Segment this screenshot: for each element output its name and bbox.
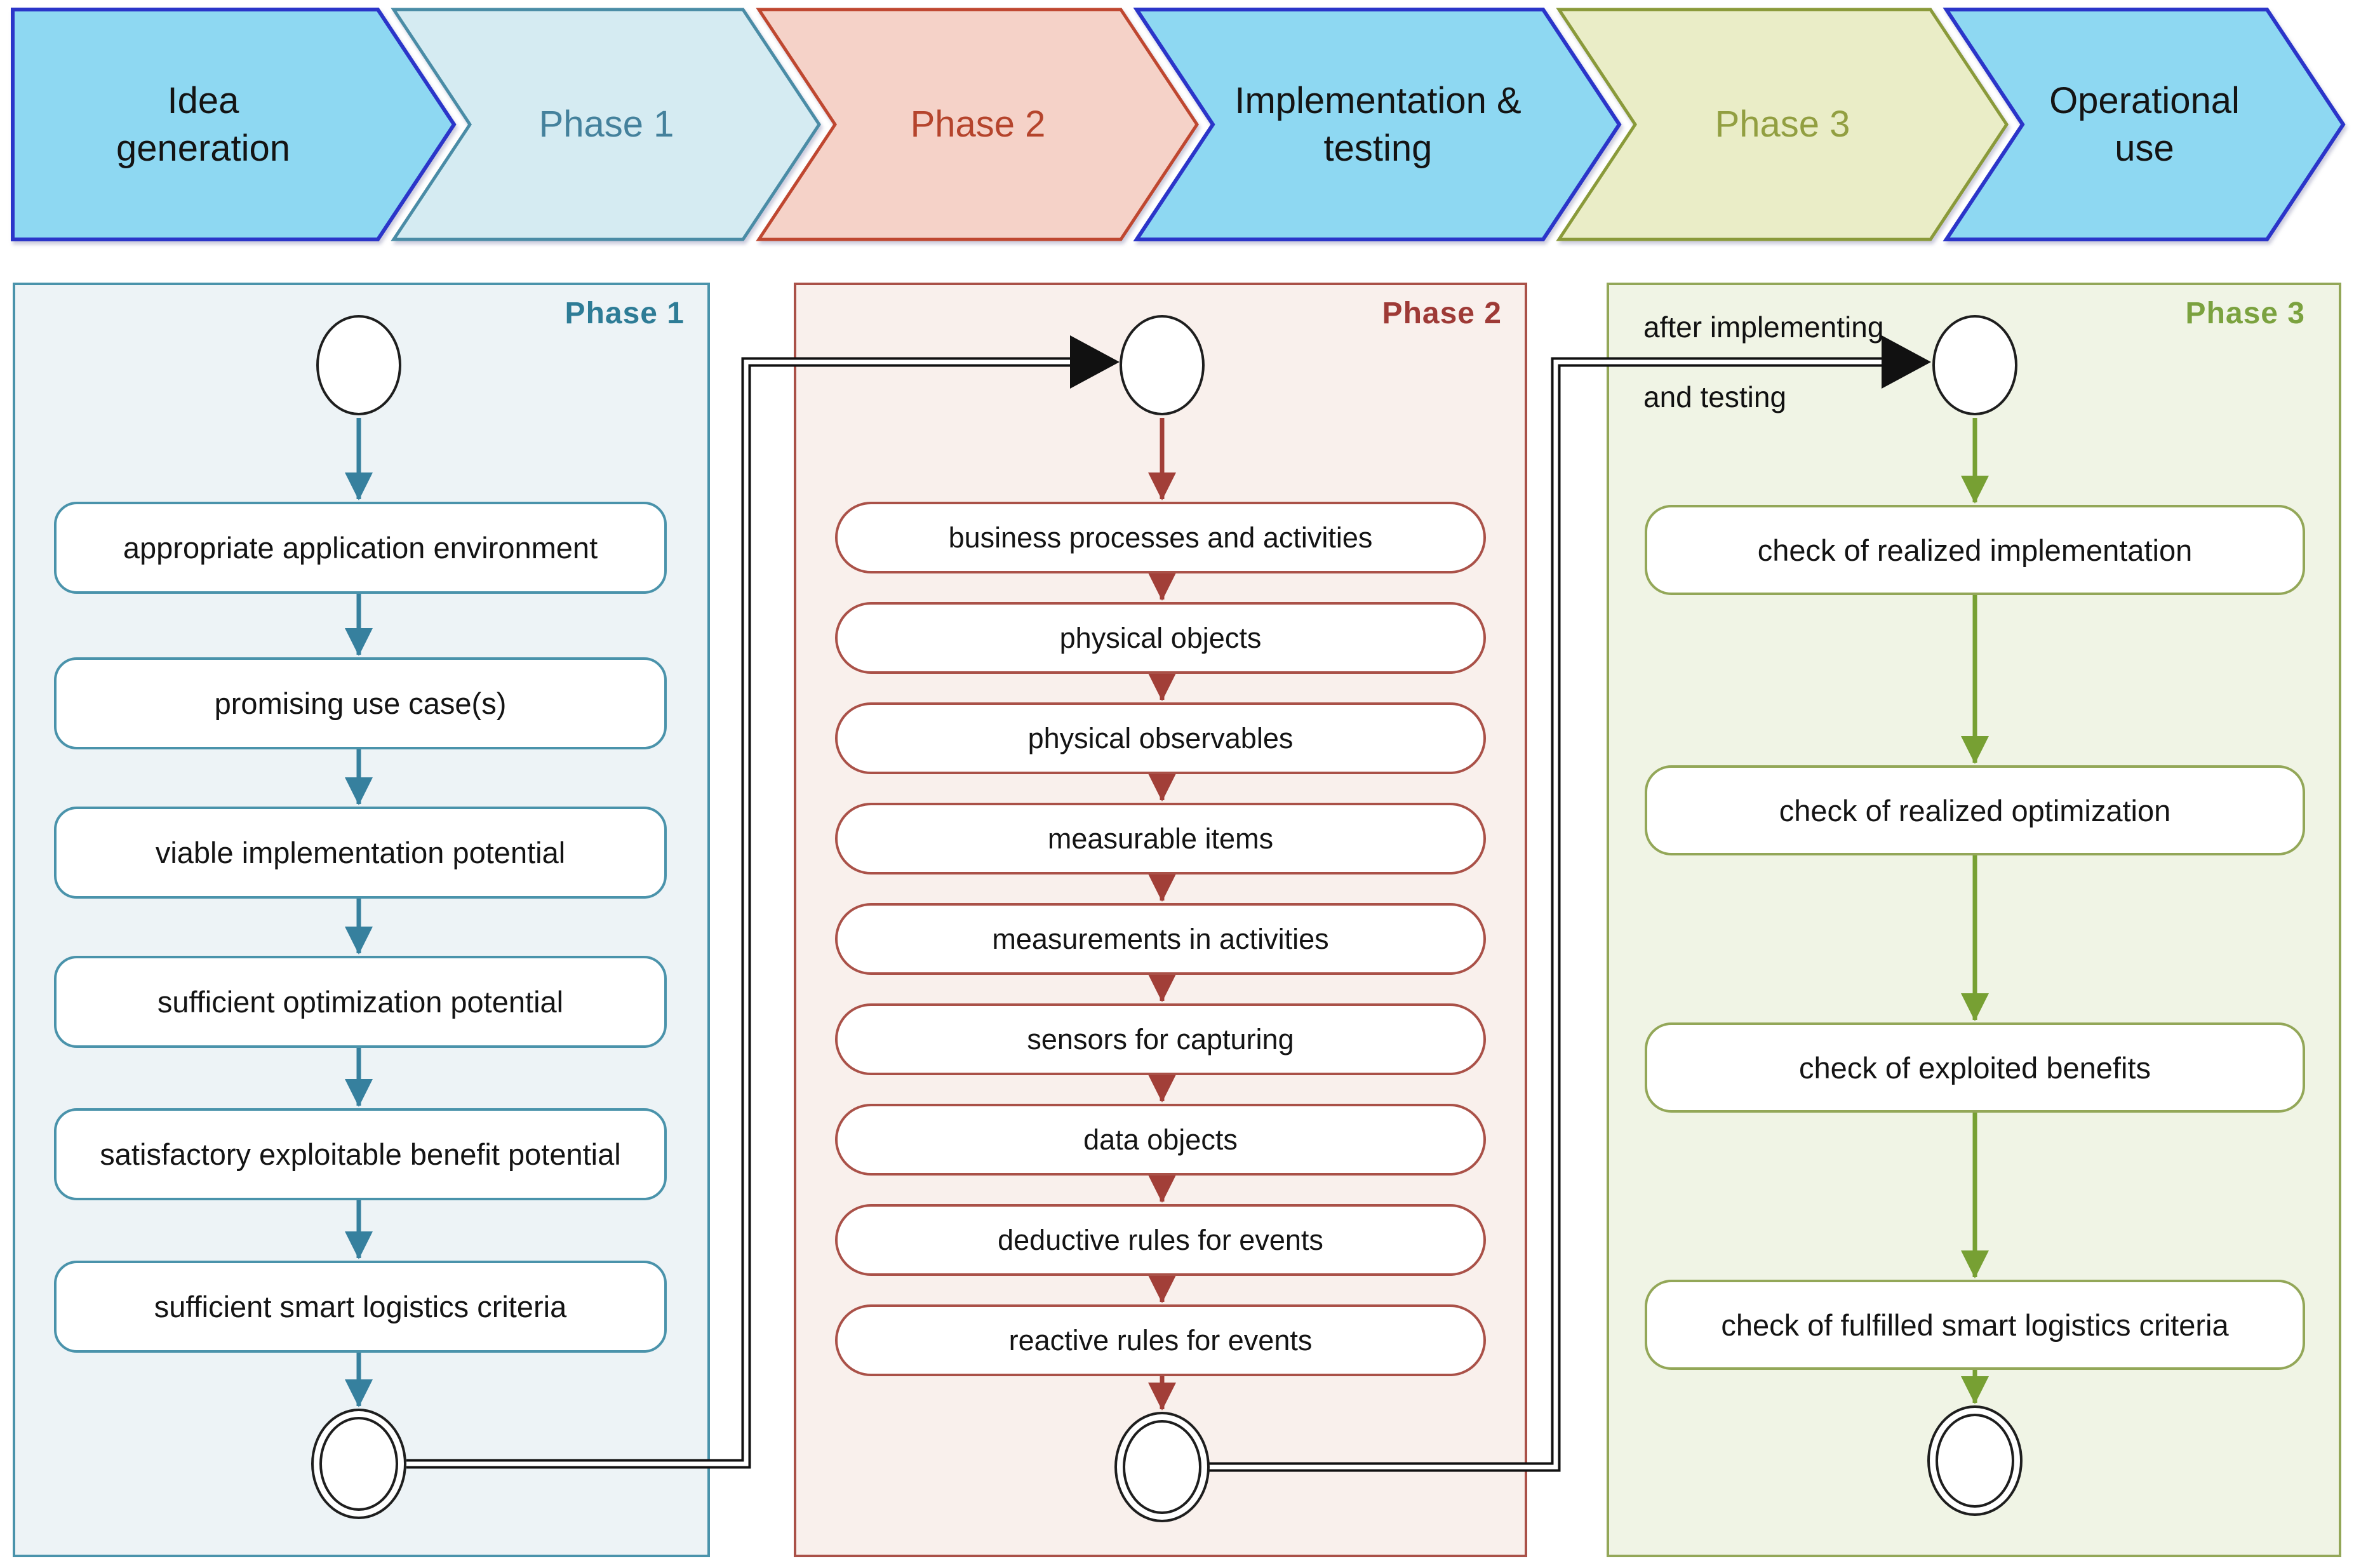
- flow-node: data objects: [835, 1104, 1486, 1176]
- flow-node: measurable items: [835, 803, 1486, 874]
- connector-label-line1: after implementing: [1643, 311, 1884, 344]
- flow-node: check of fulfilled smart logistics crite…: [1645, 1280, 2305, 1370]
- phase1-panel: [13, 283, 710, 1557]
- process-step-idea-generation: Idea generation: [116, 79, 291, 169]
- flow-node: satisfactory exploitable benefit potenti…: [54, 1108, 667, 1200]
- phase3-end-circle-inner: [1936, 1414, 2014, 1508]
- process-bar: [11, 8, 2346, 241]
- flow-node: sufficient optimization potential: [54, 956, 667, 1048]
- phase3-panel-title: Phase 3: [2185, 297, 2305, 330]
- phase1-end-circle: [311, 1409, 406, 1519]
- phase2-panel-title: Phase 2: [1382, 297, 1502, 330]
- flow-node: business processes and activities: [835, 502, 1486, 573]
- phase1-panel-title: Phase 1: [565, 297, 685, 330]
- flow-node: reactive rules for events: [835, 1304, 1486, 1376]
- flow-node: sensors for capturing: [835, 1003, 1486, 1075]
- phase2-end-circle: [1114, 1412, 1210, 1522]
- flow-node: promising use case(s): [54, 657, 667, 749]
- phase2-end-circle-inner: [1123, 1420, 1201, 1514]
- flow-node: deductive rules for events: [835, 1204, 1486, 1276]
- flow-node: physical observables: [835, 702, 1486, 774]
- flow-node: physical objects: [835, 602, 1486, 674]
- flow-node: check of realized implementation: [1645, 505, 2305, 595]
- flow-node: measurements in activities: [835, 903, 1486, 975]
- phase2-start-circle: [1120, 315, 1205, 415]
- process-step-operational-use: Operational use: [2049, 79, 2240, 169]
- process-step-phase1: Phase 1: [538, 104, 674, 145]
- phase3-end-circle: [1927, 1405, 2023, 1516]
- flow-node: check of realized optimization: [1645, 765, 2305, 855]
- connector-label-line2: and testing: [1643, 380, 1787, 413]
- phase1-start-circle: [316, 315, 401, 415]
- phase1-end-circle-inner: [319, 1417, 398, 1511]
- process-step-implementation-testing: Implementation & testing: [1234, 79, 1521, 169]
- process-step-phase3: Phase 3: [1715, 104, 1850, 145]
- flow-node: appropriate application environment: [54, 502, 667, 594]
- flow-node: sufficient smart logistics criteria: [54, 1261, 667, 1353]
- phase3-start-circle: [1932, 315, 2017, 415]
- process-step-phase2: Phase 2: [910, 104, 1046, 145]
- flow-node: check of exploited benefits: [1645, 1022, 2305, 1113]
- flow-node: viable implementation potential: [54, 807, 667, 899]
